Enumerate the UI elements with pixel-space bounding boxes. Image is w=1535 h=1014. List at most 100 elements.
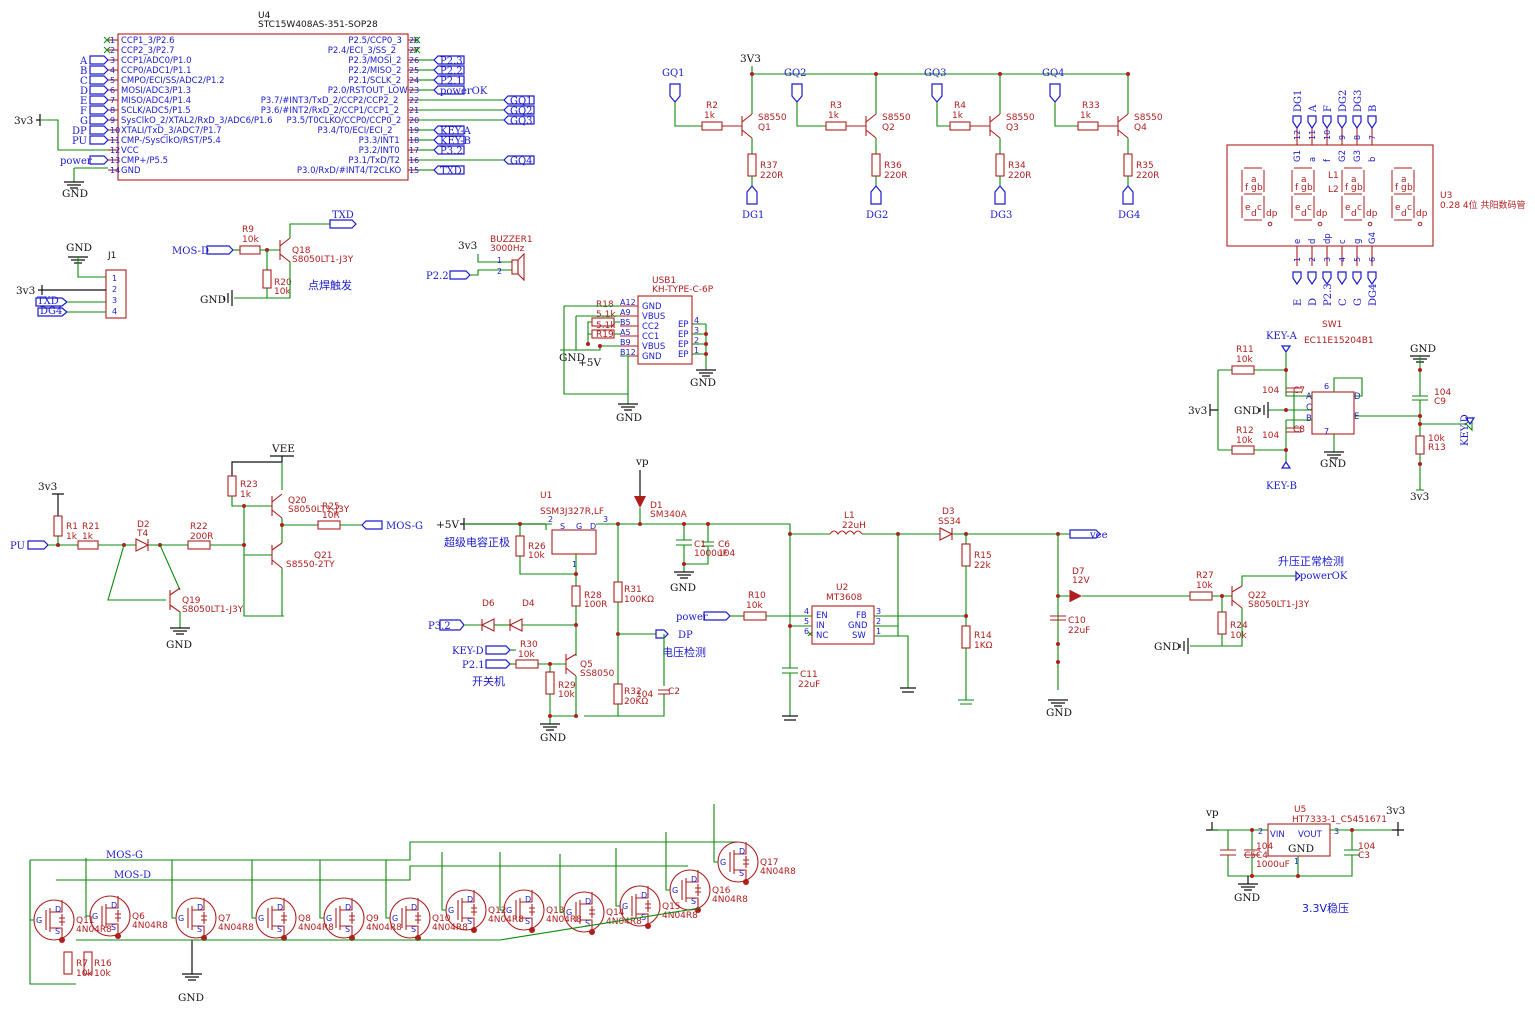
- u4-pin-name: MOSI/ADC3/P1.3: [121, 86, 191, 96]
- svg-text:3v3: 3v3: [458, 240, 477, 252]
- u3-top-num: 11: [1308, 130, 1317, 140]
- svg-text:C1: C1: [694, 540, 706, 550]
- gq-wire: [1054, 102, 1078, 127]
- svg-text:3: 3: [876, 607, 881, 616]
- mosfet-pin-g: G: [92, 912, 98, 921]
- seg-label: b: [1407, 183, 1413, 193]
- svg-text:P2.1: P2.1: [462, 660, 485, 671]
- emitter-resistor-value: 220R: [884, 171, 907, 181]
- seg-label: c: [1357, 203, 1362, 213]
- mosfet-pin-d: D: [197, 903, 203, 912]
- transistor-ref: Q2: [882, 123, 895, 133]
- emitter-resistor: [871, 153, 881, 177]
- u4-pin-num: 12: [110, 146, 120, 155]
- mosfet-pin-d: D: [467, 895, 473, 904]
- u3-bot-net: E: [1293, 299, 1304, 306]
- svg-text:10k: 10k: [518, 650, 535, 660]
- u4-net-flag: [89, 65, 109, 75]
- junction: [874, 72, 878, 76]
- svg-text:1: 1: [112, 274, 117, 283]
- svg-text:R14: R14: [974, 631, 992, 641]
- svg-text:SS34: SS34: [938, 517, 961, 527]
- u4-net-label: KEY-A: [440, 126, 472, 137]
- u3-bot-name: e: [1293, 239, 1303, 244]
- u3-top-name: G1: [1293, 150, 1303, 162]
- junction: [529, 927, 535, 933]
- svg-text:10k: 10k: [1196, 581, 1213, 591]
- svg-text:1: 1: [497, 256, 502, 265]
- svg-text:L1: L1: [844, 511, 855, 521]
- usb-pin-name: EP: [678, 340, 689, 350]
- u4-net-flag: [89, 115, 109, 125]
- u3-bot-num: 1: [1293, 257, 1302, 262]
- u4-pin-name: P3.0/RxD/#INT4/T2CLKO: [297, 166, 402, 176]
- svg-text:D2: D2: [137, 520, 150, 530]
- svg-text:R23: R23: [240, 480, 258, 490]
- junction: [645, 923, 651, 929]
- svg-text:升压正常检测: 升压正常检测: [1278, 554, 1344, 568]
- svg-text:C6: C6: [718, 540, 730, 550]
- u4-net-flag: [433, 125, 465, 135]
- u4-net-flag: [433, 75, 465, 85]
- mosfet-symbol: [101, 896, 121, 936]
- seg-label: c: [1407, 203, 1412, 213]
- svg-text:10k: 10k: [1236, 355, 1253, 365]
- j1-ref: J1: [107, 251, 116, 261]
- u4-pin-name: P3.3/INT1: [359, 136, 400, 146]
- mosfet-pin-s: S: [691, 897, 696, 906]
- svg-text:GND: GND: [1046, 707, 1072, 719]
- svg-text:SM340A: SM340A: [650, 510, 688, 520]
- base-resistor-value: 1k: [1080, 111, 1092, 121]
- svg-text:GND: GND: [559, 352, 585, 364]
- u4-pin-num: 23: [409, 86, 419, 95]
- u4-pin-num: 7: [110, 96, 115, 105]
- svg-text:R30: R30: [520, 640, 538, 650]
- svg-text:点焊触发: 点焊触发: [308, 278, 352, 292]
- no-connect-mark: [413, 46, 421, 54]
- u3-top-net: F: [1323, 105, 1334, 112]
- svg-text:P3.2: P3.2: [428, 621, 451, 632]
- svg-text:22uH: 22uH: [842, 521, 866, 531]
- svg-text:+5V: +5V: [436, 519, 459, 531]
- no-connect-mark: [103, 36, 111, 44]
- svg-text:R18: R18: [596, 300, 614, 310]
- seg-label: dp: [1266, 209, 1278, 219]
- gq-flag: [791, 83, 803, 103]
- u3-bot-name: g: [1353, 239, 1363, 244]
- u4-pin-num: 16: [409, 156, 419, 165]
- u3-top-net: A: [1308, 104, 1319, 113]
- svg-text:2: 2: [112, 285, 117, 294]
- svg-text:MOS-G: MOS-G: [106, 850, 143, 861]
- svg-text:R31: R31: [624, 585, 642, 595]
- gq-wire: [674, 102, 702, 127]
- svg-text:TXD: TXD: [332, 210, 354, 221]
- u3-top-flag: [1292, 115, 1302, 130]
- mosfet-pin-g: G: [36, 916, 42, 925]
- u3-bot-flag: [1337, 271, 1347, 286]
- pnp-transistor: [846, 113, 877, 139]
- u4-net-flag: [89, 85, 109, 95]
- u3-top-flag: [1352, 115, 1362, 130]
- u3-bot-name: d: [1308, 239, 1318, 244]
- u4-pin-name: P2.1/SCLK_2: [348, 76, 401, 86]
- seg-dp: [1367, 221, 1373, 227]
- u3-top-num: 8: [1353, 135, 1362, 140]
- mosfet-pin-d: D: [411, 903, 417, 912]
- svg-text:10k: 10k: [528, 551, 545, 561]
- seg-label: d: [1401, 209, 1407, 219]
- seg-label: g: [1301, 183, 1307, 193]
- svg-text:1000uF: 1000uF: [1256, 860, 1290, 870]
- transistor-ref: Q1: [758, 123, 771, 133]
- svg-text:A: A: [1306, 392, 1312, 402]
- u4-pin-num: 6: [110, 86, 115, 95]
- mosfet-array: MOS-G MOS-D DGSQ114N04R8DGSQ64N04R8DGSQ7…: [29, 804, 796, 1004]
- dg-label: DG1: [742, 210, 764, 221]
- svg-text:D: D: [590, 522, 596, 531]
- gq-flag: [1049, 83, 1061, 103]
- mosfet-ref: Q14: [606, 908, 625, 918]
- seg-label: d: [1251, 209, 1257, 219]
- base-resistor-ref: R2: [706, 101, 718, 111]
- u3-bot-flag: [1292, 271, 1302, 286]
- u4-net-label: KEY-B: [440, 136, 471, 147]
- no-connect-mark: [413, 36, 421, 44]
